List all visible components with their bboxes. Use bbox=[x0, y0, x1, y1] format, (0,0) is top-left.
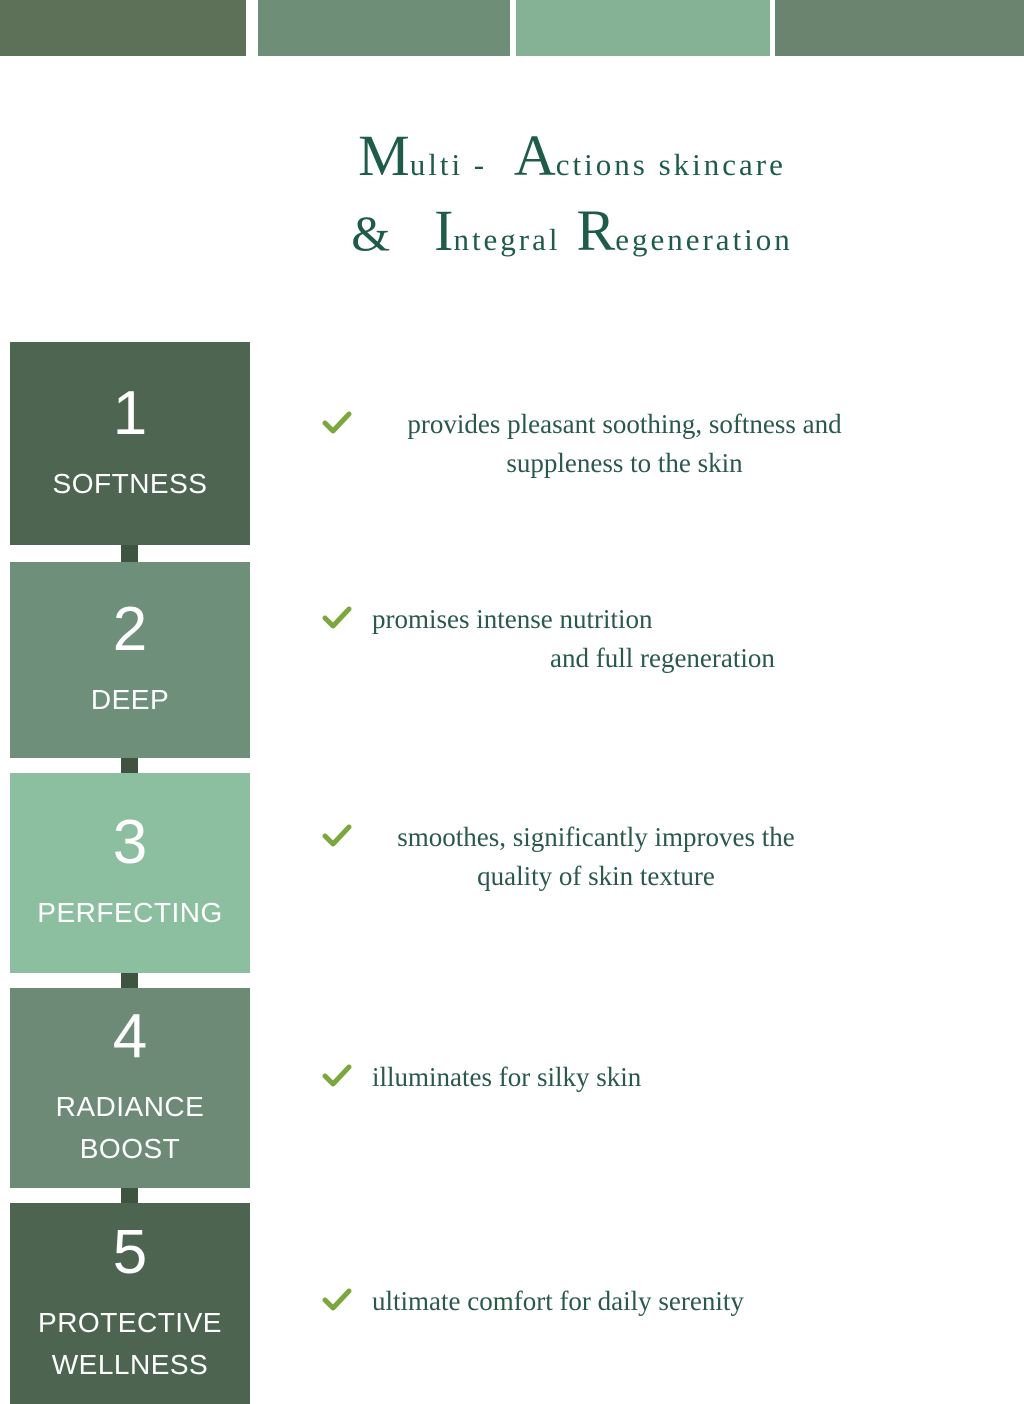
step-connector bbox=[121, 973, 138, 988]
bullet-text: promises intense nutrition and full rege… bbox=[372, 604, 775, 674]
bullet-text: ultimate comfort for daily serenity bbox=[372, 1286, 744, 1316]
step-label: PERFECTING bbox=[37, 897, 223, 928]
step-connector bbox=[121, 758, 138, 773]
bullet-text: illuminates for silky skin bbox=[372, 1062, 642, 1092]
bullet-row-4: illuminates for silky skin bbox=[322, 1058, 641, 1097]
step-connector bbox=[121, 545, 138, 562]
step-number: 1 bbox=[112, 378, 148, 448]
header-bar-segment-2 bbox=[258, 0, 510, 56]
title-line-1: Multi - Actions skincare bbox=[358, 123, 786, 188]
bullet-row-1: provides pleasant soothing, softness and… bbox=[322, 405, 877, 483]
bullet-row-3: smoothes, significantly improves the qua… bbox=[322, 818, 820, 896]
header-bar-segment-3 bbox=[516, 0, 770, 56]
header-bar-segment-4 bbox=[775, 0, 1024, 56]
step-label: SOFTNESS bbox=[52, 467, 208, 499]
bullet-text: smoothes, significantly improves the qua… bbox=[397, 822, 795, 892]
bullet-row-5: ultimate comfort for daily serenity bbox=[322, 1282, 744, 1321]
title-initial: I bbox=[434, 197, 454, 263]
step-number: 5 bbox=[112, 1217, 148, 1287]
step-connector bbox=[121, 1188, 138, 1203]
ampersand: & bbox=[351, 204, 391, 261]
step-number: 4 bbox=[112, 1002, 148, 1071]
step-label: PROTECTIVE WELLNESS bbox=[38, 1306, 222, 1380]
check-icon bbox=[322, 1288, 352, 1311]
step-block-1: 1 SOFTNESS bbox=[10, 342, 250, 545]
check-icon bbox=[322, 411, 352, 434]
step-block-3: 3 PERFECTING bbox=[10, 773, 250, 973]
step-block-4: 4 RADIANCE BOOST bbox=[10, 988, 250, 1188]
check-icon bbox=[322, 824, 352, 847]
bullet-row-2: promises intense nutrition and full rege… bbox=[322, 600, 775, 678]
step-label: DEEP bbox=[90, 684, 170, 715]
header-bar-segment-1 bbox=[0, 0, 246, 56]
bullet-text: provides pleasant soothing, softness and… bbox=[407, 409, 842, 479]
check-icon bbox=[322, 1064, 352, 1087]
step-number: 3 bbox=[112, 808, 148, 877]
step-block-5: 5 PROTECTIVE WELLNESS bbox=[10, 1203, 250, 1404]
step-block-2: 2 DEEP bbox=[10, 562, 250, 758]
title-initial: R bbox=[576, 197, 616, 263]
title-initial: M bbox=[358, 123, 410, 188]
step-number: 2 bbox=[112, 595, 148, 664]
title-initial: A bbox=[513, 123, 556, 188]
check-icon bbox=[322, 606, 352, 629]
step-label: RADIANCE BOOST bbox=[55, 1091, 205, 1164]
